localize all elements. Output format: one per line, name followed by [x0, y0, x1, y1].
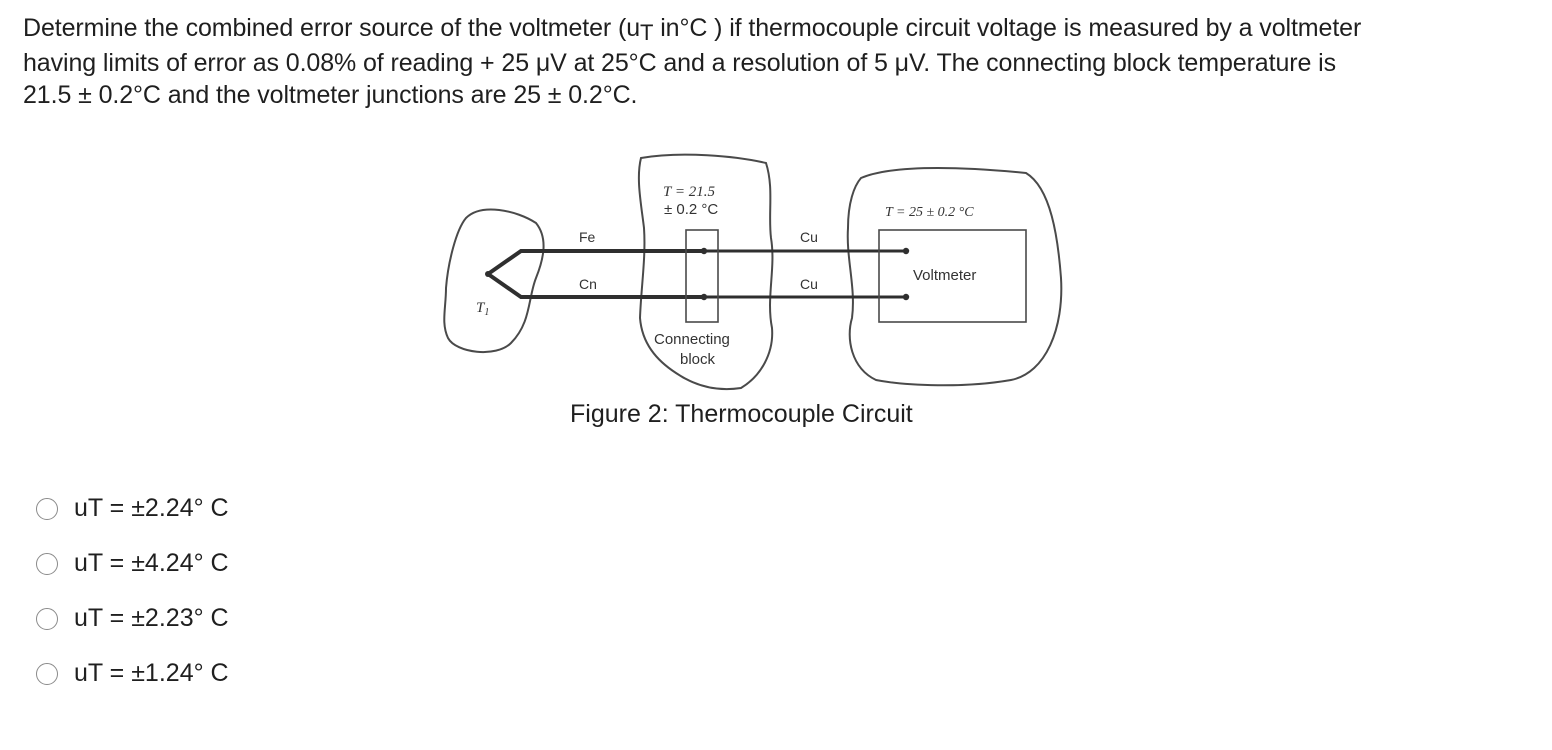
thermocouple-wire-fe [486, 249, 704, 276]
junction-point [485, 271, 491, 277]
block-terminal-top [700, 247, 708, 255]
answer-option-label: uT = ±1.24° C [74, 659, 229, 687]
circuit-diagram: T = 21.5 ± 0.2 °C T = 25 ± 0.2 °C Fe Cn … [443, 153, 1063, 391]
connecting-block-label-line-2: block [680, 351, 716, 368]
voltmeter-terminal-top [902, 247, 910, 255]
question-line-1: Determine the combined error source of t… [23, 11, 1523, 46]
radio-button[interactable] [36, 607, 58, 630]
answer-option-label: uT = ±4.24° C [74, 549, 229, 577]
connecting-block-box [685, 229, 719, 323]
answer-option-4[interactable]: uT = ±1.24° C [36, 646, 229, 701]
junction-label-subscript: 1 [484, 307, 489, 318]
wire-label-fe: Fe [579, 229, 596, 245]
question-subscript: T [640, 20, 654, 45]
block-temperature-label: T = 21.5 [663, 184, 715, 200]
answer-option-label: uT = ±2.24° C [74, 494, 229, 522]
question-line-3: 21.5 ± 0.2°C and the voltmeter junctions… [23, 81, 638, 109]
answer-option-3[interactable]: uT = ±2.23° C [36, 591, 229, 646]
thermocouple-circuit-figure: T = 21.5 ± 0.2 °C T = 25 ± 0.2 °C Fe Cn … [436, 148, 1076, 398]
question-line-2: having limits of error as 0.08% of readi… [23, 49, 1336, 77]
question-line-1-start: Determine the combined error source of t… [23, 14, 640, 42]
connecting-block-region [637, 153, 774, 391]
question-text: Determine the combined error source of t… [23, 11, 1523, 110]
voltmeter-terminal-bottom [902, 293, 910, 301]
junction-label-main: T [476, 300, 486, 316]
wire-label-cu-top: Cu [800, 229, 818, 245]
junction-label: T1 [476, 300, 489, 318]
voltmeter-temperature-label: T = 25 ± 0.2 °C [885, 205, 974, 220]
connecting-block-label-line-1: Connecting [654, 331, 730, 348]
figure-caption: Figure 2: Thermocouple Circuit [570, 400, 913, 428]
voltmeter-box [878, 229, 1027, 323]
thermocouple-wire-cn [486, 272, 704, 299]
radio-button[interactable] [36, 552, 58, 575]
answer-option-2[interactable]: uT = ±4.24° C [36, 536, 229, 591]
wire-label-cn: Cn [579, 276, 597, 292]
block-terminal-bottom [700, 293, 708, 301]
answer-option-1[interactable]: uT = ±2.24° C [36, 481, 229, 536]
wire-label-cu-bottom: Cu [800, 276, 818, 292]
voltmeter-region [846, 167, 1063, 387]
answer-options: uT = ±2.24° C uT = ±4.24° C uT = ±2.23° … [36, 481, 229, 701]
radio-button[interactable] [36, 662, 58, 685]
voltmeter-label: Voltmeter [913, 267, 976, 284]
junction-region [443, 208, 545, 354]
answer-option-label: uT = ±2.23° C [74, 604, 229, 632]
block-tolerance-label: ± 0.2 °C [664, 201, 718, 218]
radio-button[interactable] [36, 497, 58, 520]
question-line-1-end: in°C ) if thermocouple circuit voltage i… [653, 14, 1362, 42]
